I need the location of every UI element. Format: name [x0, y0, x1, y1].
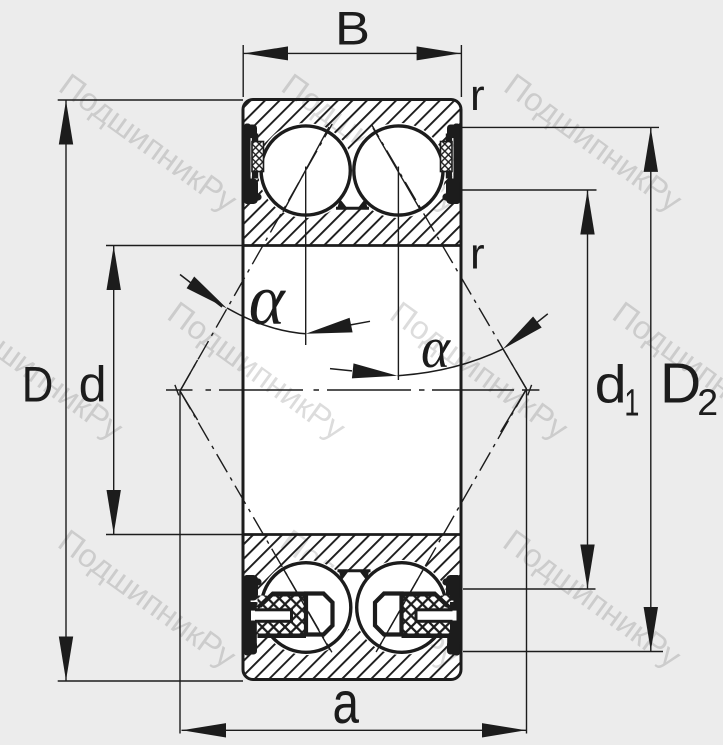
svg-text:r: r — [470, 229, 485, 278]
svg-text:α: α — [421, 315, 451, 380]
svg-text:D: D — [660, 352, 701, 416]
svg-text:d: d — [595, 356, 627, 415]
svg-text:1: 1 — [624, 383, 639, 425]
svg-text:B: B — [335, 3, 370, 56]
svg-text:a: a — [333, 670, 360, 736]
svg-text:r: r — [470, 71, 485, 120]
svg-text:α: α — [249, 260, 286, 340]
svg-text:d: d — [79, 356, 107, 413]
svg-text:D: D — [22, 357, 54, 413]
svg-text:2: 2 — [697, 381, 718, 423]
